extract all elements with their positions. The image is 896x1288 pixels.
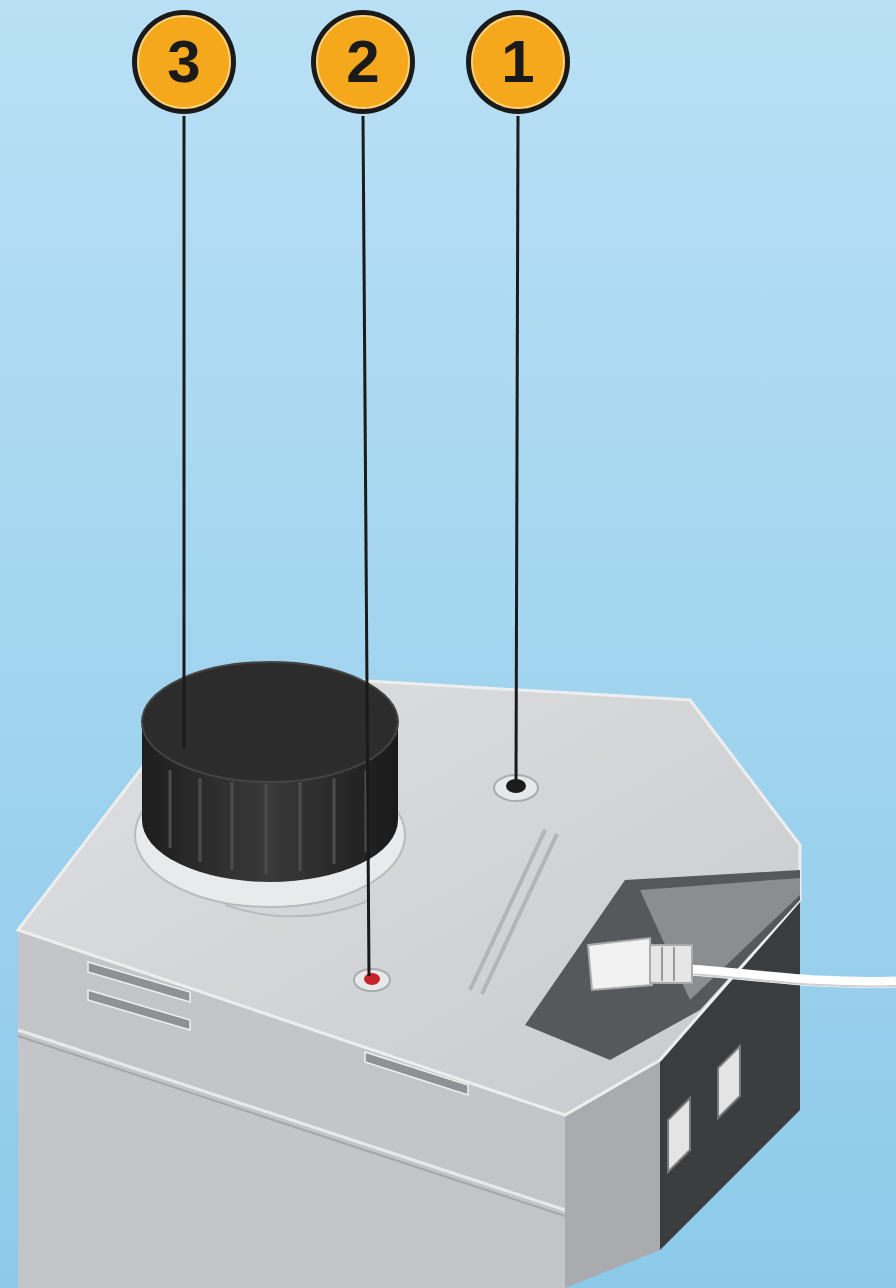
cable (690, 974, 896, 987)
callout-number: 1 (466, 10, 570, 114)
leader-line (184, 116, 518, 976)
indicator-led (364, 973, 380, 985)
cable-recess (525, 870, 800, 1060)
housing-top (18, 672, 800, 1115)
knob-base (225, 900, 370, 916)
side-ports (668, 1046, 740, 1172)
indicator-led (354, 969, 390, 991)
rotary-knob (142, 662, 398, 882)
callout-number: 2 (311, 10, 415, 114)
embossed-logo (470, 830, 557, 994)
callout-circle (132, 10, 570, 114)
callout-number: 3 (132, 10, 236, 114)
cable-plug (588, 938, 692, 990)
